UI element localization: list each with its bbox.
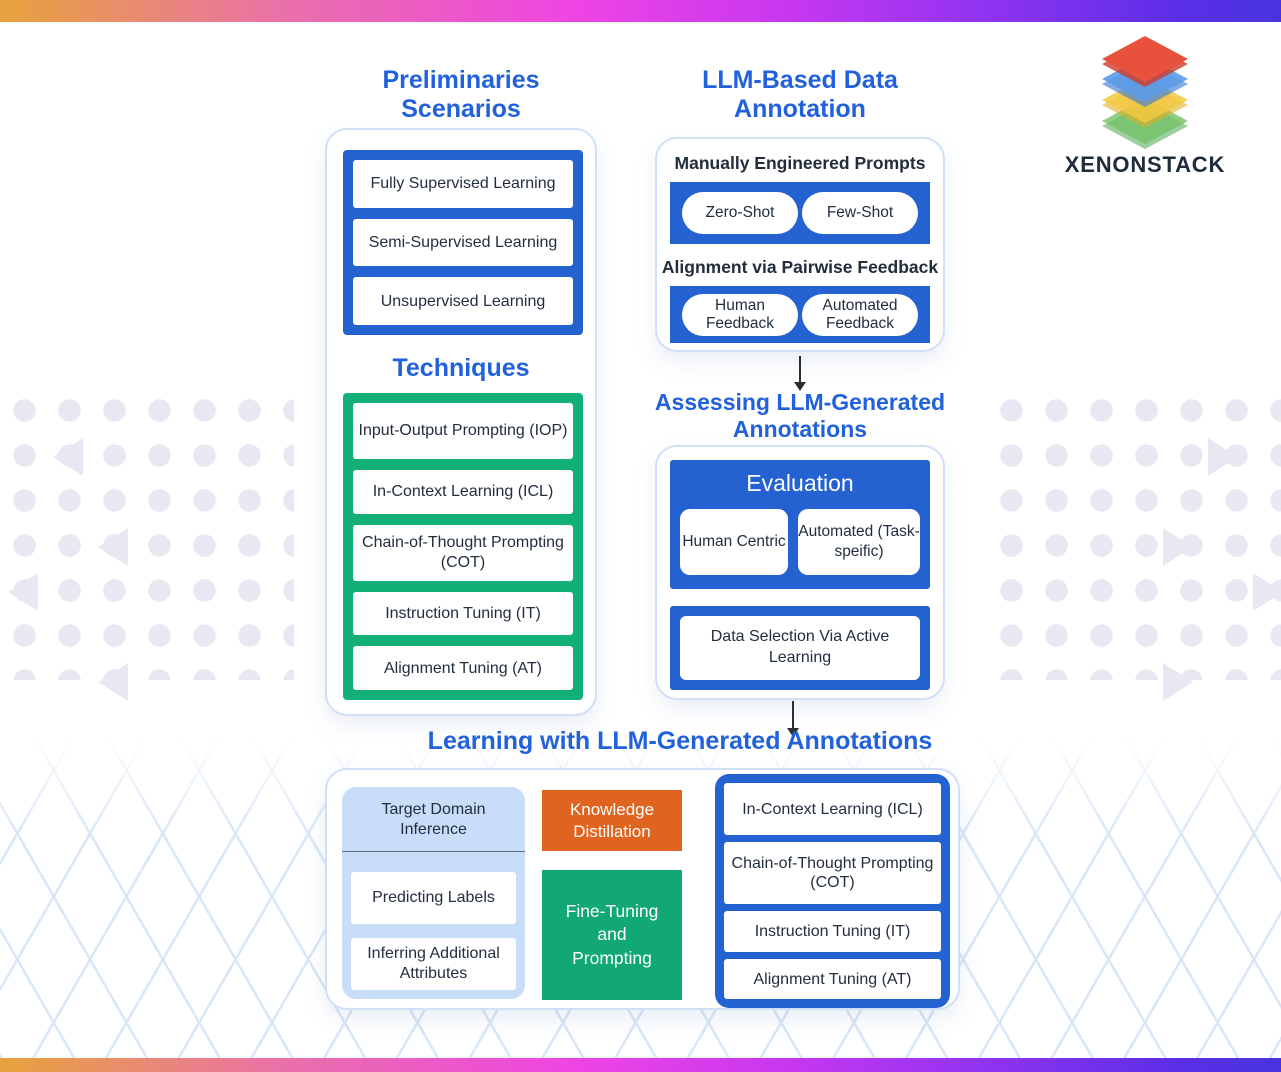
xenonstack-logo: XENONSTACK — [1063, 36, 1227, 178]
dot-pattern-left — [2, 388, 294, 680]
pill: Few-Shot — [802, 192, 918, 234]
divider — [342, 851, 525, 852]
target-domain-title: Target Domain Inference — [381, 801, 486, 838]
techniques-title: Techniques — [392, 354, 530, 382]
assessing-title: Assessing LLM-Generated Annotations — [654, 389, 946, 442]
pill: Human Feedback — [682, 293, 798, 336]
list-item: Inferring Additional Attributes — [351, 938, 516, 990]
list-item: Input-Output Prompting (IOP) — [353, 403, 573, 459]
knowledge-distillation-box: Knowledge Distillation — [542, 790, 682, 851]
list-item: In-Context Learning (ICL) — [724, 783, 941, 836]
list-item: Chain-of-Thought Prompting (COT) — [724, 842, 941, 905]
assessing-card: Evaluation Human Centric Automated (Task… — [655, 445, 945, 700]
logo-layers-icon — [1102, 36, 1188, 149]
list-item: Unsupervised Learning — [353, 277, 573, 326]
triangle-right-icon — [1163, 528, 1193, 566]
evaluation-item: Automated (Task-speific) — [798, 509, 920, 575]
list-item: Predicting Labels — [351, 872, 516, 924]
triangle-left-icon — [53, 438, 83, 476]
feedback-pill-bar: Human Feedback Automated Feedback — [670, 286, 930, 343]
triangle-left-icon — [98, 528, 128, 566]
list-item: Alignment Tuning (AT) — [353, 646, 573, 690]
learning-techniques-panel: In-Context Learning (ICL) Chain-of-Thoug… — [715, 774, 950, 1008]
triangle-right-icon — [1208, 438, 1238, 476]
pill: Automated Feedback — [802, 293, 918, 336]
brand-name: XENONSTACK — [1064, 152, 1226, 177]
evaluation-item: Human Centric — [680, 509, 788, 575]
down-arrow-icon — [792, 701, 794, 729]
bottom-gradient-bar — [0, 1058, 1281, 1072]
list-item: Instruction Tuning (IT) — [724, 911, 941, 953]
prompt-pill-bar: Zero-Shot Few-Shot — [670, 182, 930, 244]
fine-tuning-box: Fine-Tuning and Prompting — [542, 870, 682, 1000]
list-item: In-Context Learning (ICL) — [353, 469, 573, 514]
dot-pattern-right — [989, 388, 1281, 680]
list-item: Alignment Tuning (AT) — [724, 959, 941, 1000]
target-domain-panel: Target Domain Inference Predicting Label… — [342, 787, 525, 999]
list-item: Semi-Supervised Learning — [353, 218, 573, 267]
learning-card: Target Domain Inference Predicting Label… — [325, 768, 960, 1010]
down-arrow-icon — [799, 356, 801, 383]
techniques-panel: Input-Output Prompting (IOP) In-Context … — [343, 393, 583, 700]
preliminaries-title: Preliminaries Scenarios — [382, 66, 540, 123]
list-item: Fully Supervised Learning — [353, 160, 573, 208]
group-label: Manually Engineered Prompts — [674, 153, 926, 173]
triangle-right-icon — [1253, 573, 1281, 611]
pill: Zero-Shot — [682, 192, 798, 234]
list-item: Instruction Tuning (IT) — [353, 591, 573, 636]
selection-panel: Data Selection Via Active Learning — [670, 606, 930, 690]
annotation-card: Manually Engineered Prompts Zero-Shot Fe… — [655, 137, 945, 352]
preliminaries-techniques-card: Fully Supervised Learning Semi-Supervise… — [325, 128, 597, 716]
triangle-right-icon — [1163, 663, 1193, 701]
evaluation-row: Human Centric Automated (Task-speific) — [680, 509, 920, 575]
evaluation-panel: Evaluation Human Centric Automated (Task… — [670, 460, 930, 589]
triangle-left-icon — [98, 663, 128, 701]
selection-item: Data Selection Via Active Learning — [680, 616, 920, 680]
annotation-title: LLM-Based Data Annotation — [702, 66, 898, 123]
preliminaries-panel: Fully Supervised Learning Semi-Supervise… — [343, 150, 583, 335]
learning-title: Learning with LLM-Generated Annotations — [427, 727, 933, 755]
evaluation-title: Evaluation — [746, 470, 854, 496]
list-item: Chain-of-Thought Prompting (COT) — [353, 524, 573, 581]
triangle-left-icon — [8, 573, 38, 611]
group-label: Alignment via Pairwise Feedback — [661, 257, 939, 277]
top-gradient-bar — [0, 0, 1281, 22]
